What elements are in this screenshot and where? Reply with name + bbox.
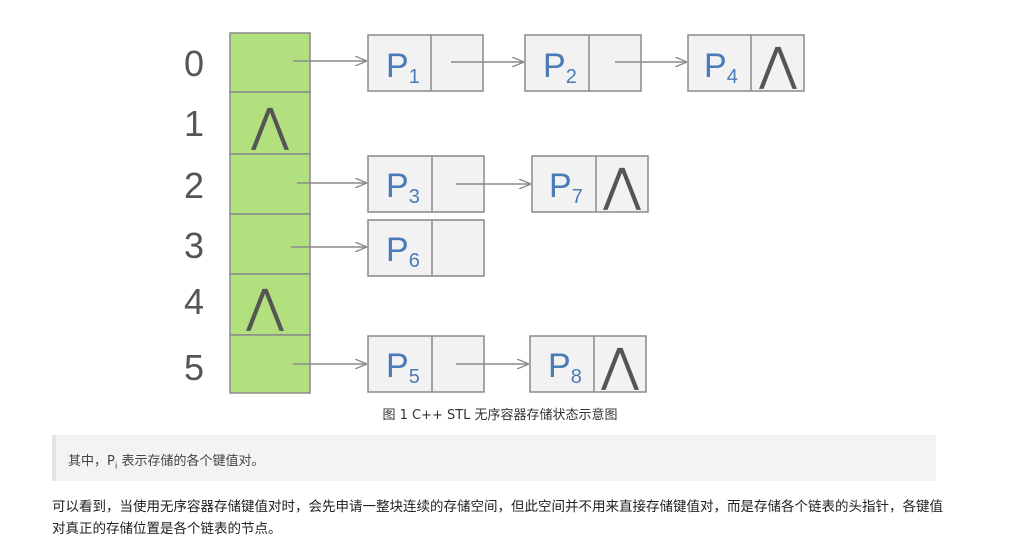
note-suffix: 表示存储的各个键值对。 — [117, 454, 265, 469]
note-text: 其中，Pi 表示存储的各个键值对。 — [68, 450, 265, 472]
null-symbol-p8: ⋀ — [600, 339, 639, 391]
bucket-index-4: 4 — [184, 281, 204, 322]
figure-caption: 图 1 C++ STL 无序容器存储状态示意图 — [382, 408, 618, 423]
bucket-index-3: 3 — [184, 225, 204, 266]
note-box: 其中，Pi 表示存储的各个键值对。 — [52, 435, 936, 481]
bucket-index-2: 2 — [184, 165, 204, 206]
node-label-p7: P7 — [549, 167, 583, 208]
null-symbol-bucket-4: ⋀ — [245, 280, 284, 332]
node-box-p2 — [524, 34, 642, 92]
note-prefix: 其中， — [68, 454, 108, 469]
node-box-p7 — [531, 155, 649, 213]
node-box-p1 — [367, 34, 484, 92]
bucket-cell-2 — [229, 153, 311, 215]
node-label-p3: P3 — [386, 167, 420, 208]
bucket-index-1: 1 — [184, 103, 204, 144]
null-symbol-bucket-1: ⋀ — [250, 99, 289, 151]
node-label-p4: P4 — [704, 47, 738, 88]
bucket-cell-0 — [229, 32, 311, 93]
hash-table-diagram: 0 1 2 3 4 5 ⋀ ⋀ — [184, 32, 805, 394]
node-box-p8 — [529, 335, 647, 393]
note-symbol: P — [107, 454, 115, 469]
null-symbol-p4: ⋀ — [758, 38, 797, 90]
node-box-p4 — [687, 34, 805, 92]
note-subscript: i — [114, 461, 118, 472]
node-label-p6: P6 — [386, 231, 420, 272]
bucket-cell-3 — [229, 213, 311, 275]
bucket-cell-1 — [229, 91, 311, 155]
bucket-index-5: 5 — [184, 347, 204, 388]
null-symbol-p7: ⋀ — [602, 159, 641, 211]
bucket-index-0: 0 — [184, 43, 204, 84]
node-label-p1: P1 — [386, 47, 420, 88]
node-box-p6 — [367, 219, 485, 277]
node-label-p8: P8 — [548, 347, 582, 388]
node-label-p2: P2 — [543, 47, 577, 88]
node-label-p5: P5 — [386, 347, 420, 388]
bucket-array — [229, 32, 311, 394]
body-paragraph: 可以看到，当使用无序容器存储键值对时，会先申请一整块连续的存储空间，但此空间并不… — [52, 499, 943, 537]
bucket-cell-4 — [229, 273, 311, 336]
